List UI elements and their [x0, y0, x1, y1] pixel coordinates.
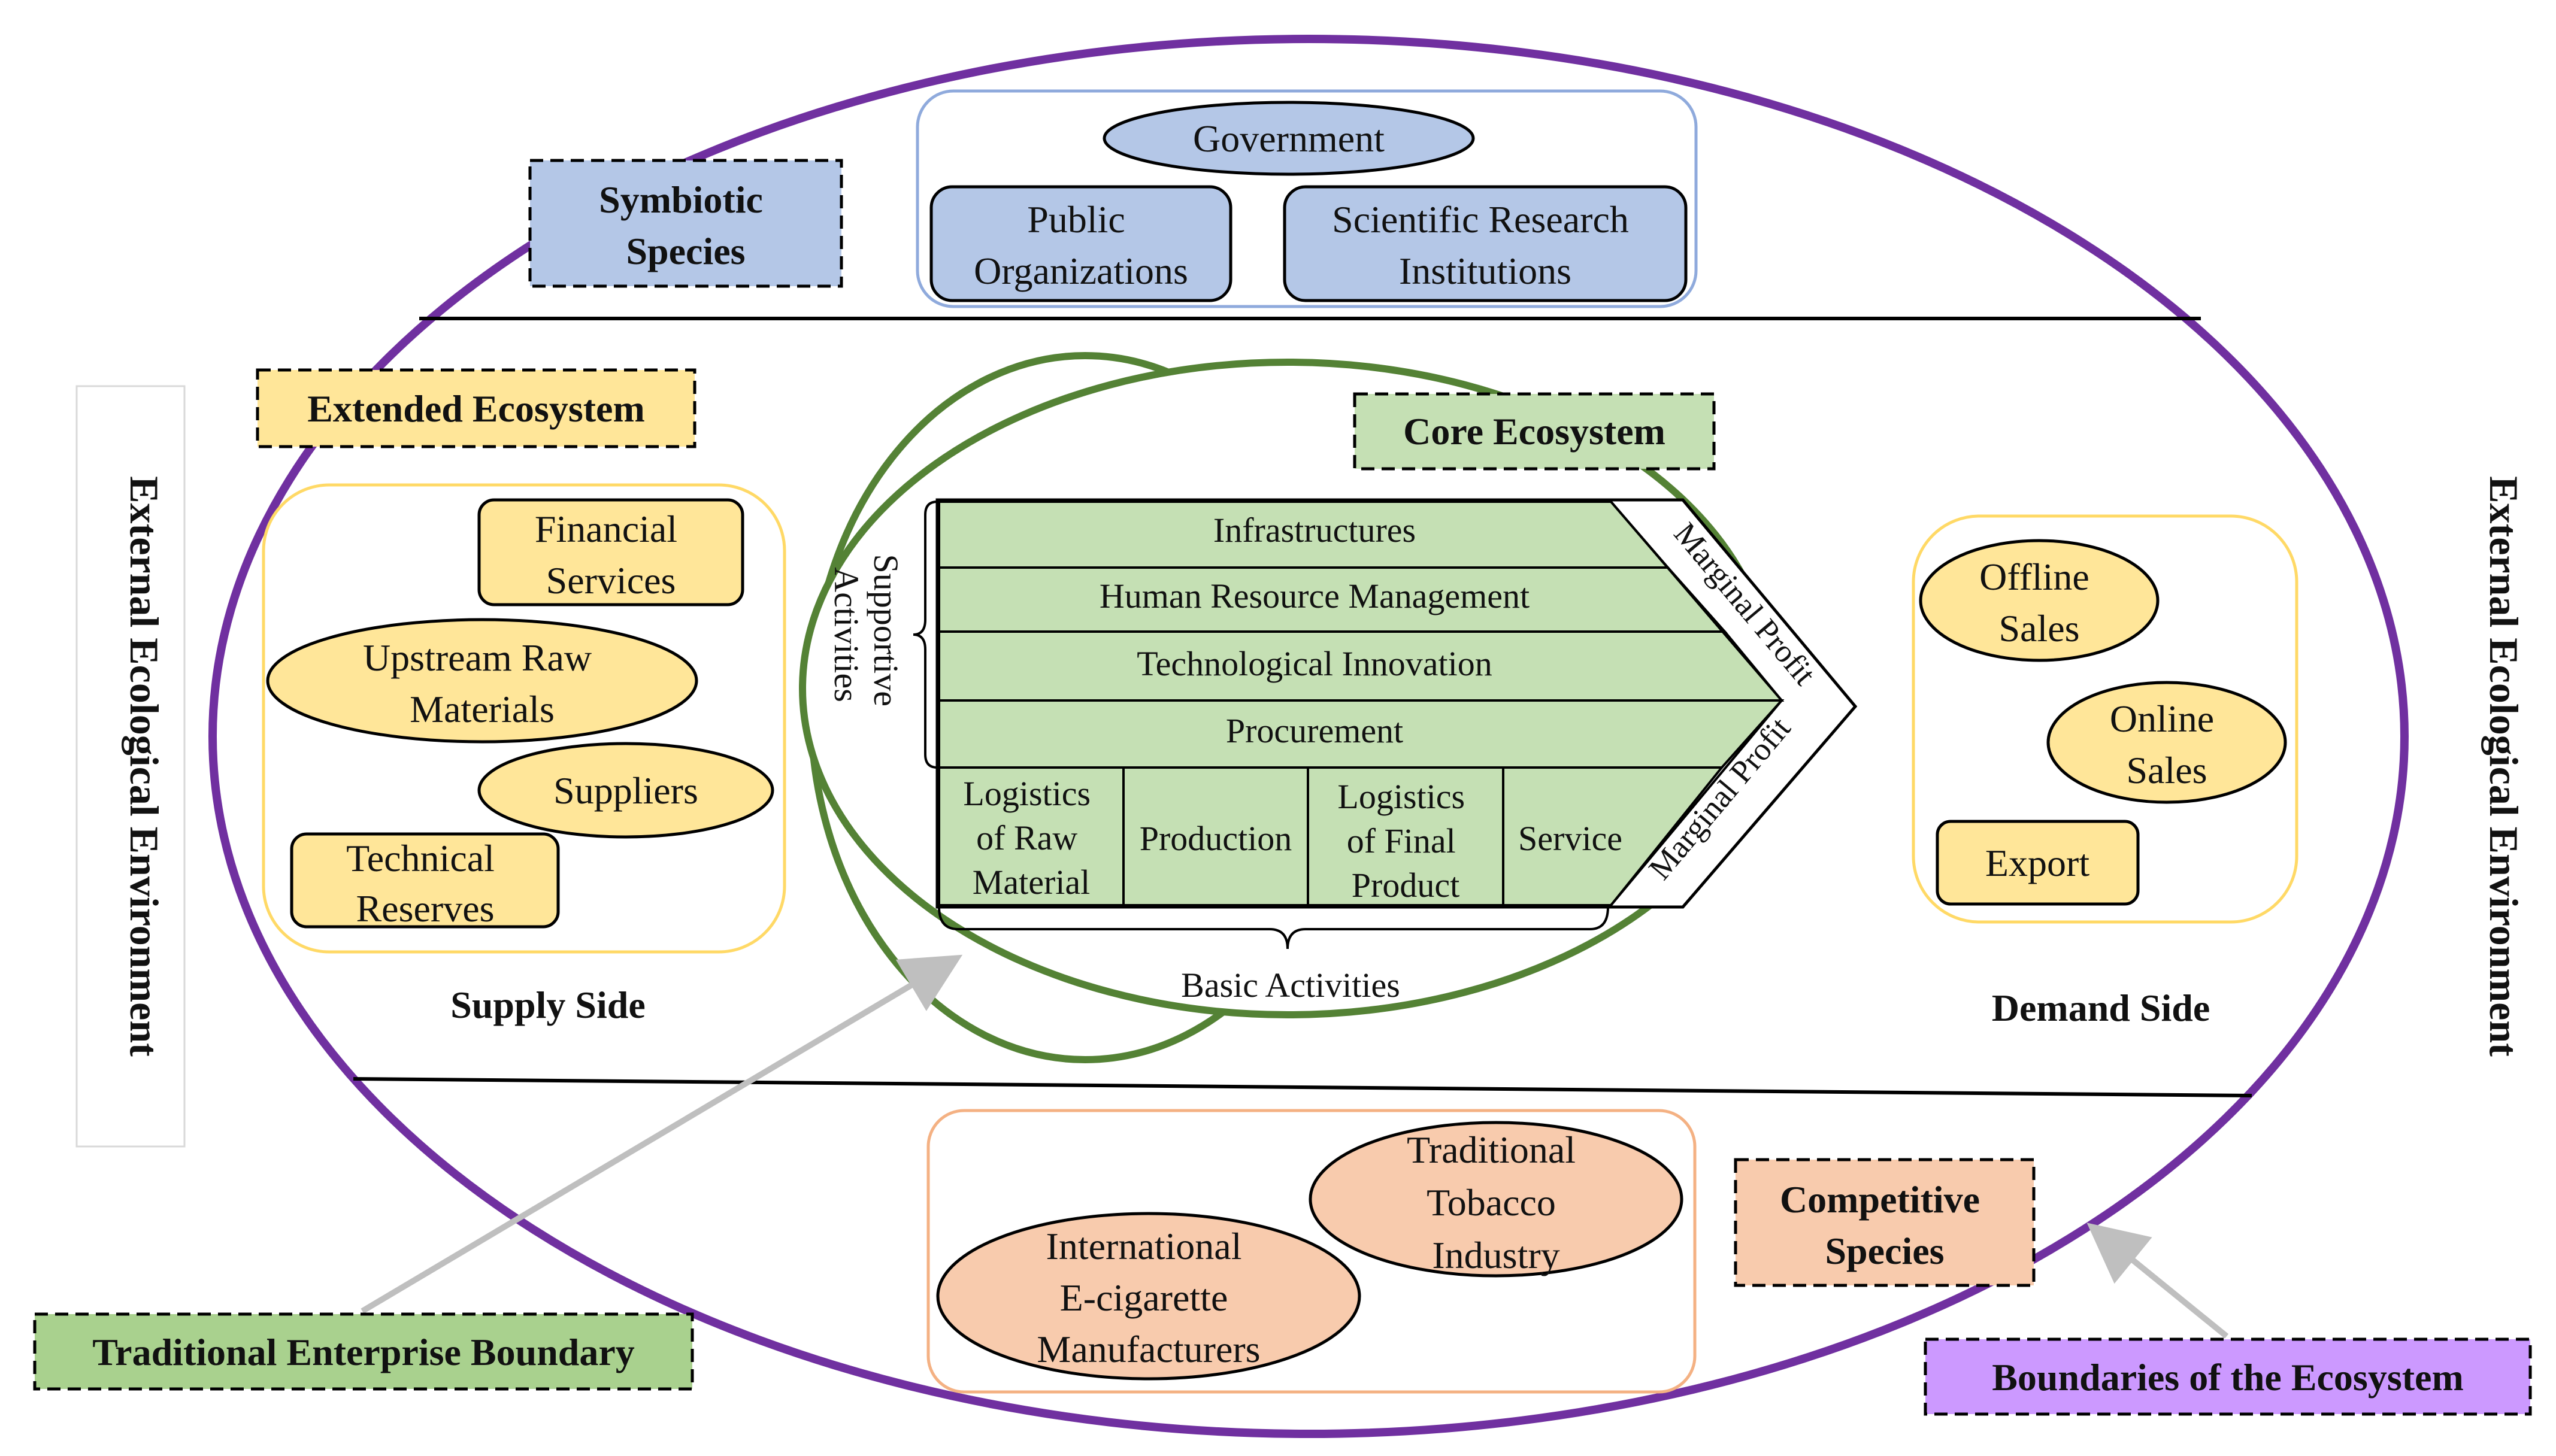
- offline-sales-line: Offline: [1979, 556, 2089, 598]
- enterprise-boundary-arrow: [361, 954, 963, 1314]
- symbiotic-species-line: Species: [626, 230, 745, 272]
- basic-label-line: Logistics: [1337, 777, 1465, 816]
- competitive-species-label: Competitive Species: [1780, 1178, 1989, 1272]
- supportive-activities-label: Supportive Activities: [827, 554, 905, 715]
- traditional-tobacco-line: Tobacco: [1427, 1181, 1556, 1224]
- supportive-activities-line: Activities: [827, 567, 866, 702]
- basic-cell-logistics-final: [1307, 766, 1504, 906]
- government-node: [1103, 101, 1475, 176]
- basic-activities-brace: [938, 906, 1609, 950]
- core-ecosystem-tag: [1353, 392, 1716, 471]
- core-ecosystem-label: Core Ecosystem: [1403, 410, 1665, 453]
- margin-divider-lower: [1610, 699, 1783, 906]
- traditional-tobacco-line: Industry: [1432, 1234, 1559, 1276]
- upstream-raw-materials-node: [266, 618, 698, 744]
- basic-label-production: Production: [1140, 819, 1292, 858]
- supportive-activities-line: Supportive: [867, 554, 905, 706]
- public-organizations-node: [929, 185, 1232, 302]
- basic-label-logistics-final: Logistics of Final Product: [1337, 777, 1473, 905]
- export-label: Export: [1985, 842, 2089, 884]
- support-label-tech: Technological Innovation: [1137, 644, 1492, 683]
- research-institutions-label: Scientific Research Institutions: [1332, 198, 1639, 292]
- competitive-species-tag: [1734, 1158, 2036, 1287]
- financial-services-line: Services: [546, 559, 676, 602]
- competitive-group-box: [926, 1109, 1697, 1394]
- financial-services-node: [477, 498, 744, 606]
- lower-divider-line: [353, 1077, 2252, 1097]
- basic-activities-label: Basic Activities: [1181, 966, 1400, 1005]
- technical-reserves-label: Technical Reserves: [346, 837, 504, 930]
- symbiotic-species-label: Symbiotic Species: [599, 178, 773, 272]
- basic-label-logistics-raw: Logistics of Raw Material: [963, 774, 1099, 902]
- basic-label-line: Logistics: [963, 774, 1091, 813]
- suppliers-label: Suppliers: [553, 769, 698, 812]
- international-ecig-label: International E-cigarette Manufacturers: [1037, 1225, 1260, 1370]
- upstream-raw-materials-label: Upstream Raw Materials: [363, 636, 601, 730]
- extended-ecosystem-tag: [256, 368, 696, 448]
- technical-reserves-node: [290, 832, 560, 929]
- boundaries-of-ecosystem-label: Boundaries of the Ecosystem: [1992, 1356, 2464, 1399]
- boundaries-of-ecosystem-tag: [1924, 1337, 2532, 1416]
- technical-reserves-line: Reserves: [356, 887, 494, 930]
- support-label-infrastructures: Infrastructures: [1213, 511, 1416, 550]
- international-ecig-line: International: [1046, 1225, 1242, 1267]
- traditional-tobacco-node: [1309, 1121, 1683, 1278]
- technical-reserves-line: Technical: [346, 837, 495, 879]
- extended-ecosystem-label: Extended Ecosystem: [307, 387, 645, 430]
- traditional-enterprise-boundary-tag: [33, 1312, 694, 1391]
- competitive-species-line: Competitive: [1780, 1178, 1980, 1221]
- traditional-enterprise-boundary-label: Traditional Enterprise Boundary: [92, 1331, 635, 1373]
- public-organizations-line: Organizations: [974, 250, 1188, 292]
- external-left-box: [75, 385, 186, 1148]
- traditional-tobacco-line: Traditional: [1407, 1129, 1576, 1171]
- international-ecig-line: E-cigarette: [1060, 1276, 1228, 1319]
- external-environment-left-label: External Ecological Environment: [122, 476, 167, 1057]
- public-organizations-line: Public: [1027, 198, 1125, 241]
- suppliers-node: [477, 742, 774, 839]
- external-environment-right-label: External Ecological Environment: [2481, 476, 2527, 1057]
- online-sales-label: Online Sales: [2110, 697, 2224, 791]
- support-label-procurement: Procurement: [1226, 711, 1403, 750]
- international-ecig-node: [936, 1212, 1361, 1381]
- research-institutions-line: Institutions: [1399, 250, 1571, 292]
- basic-label-service: Service: [1518, 819, 1622, 858]
- online-sales-node: [2046, 681, 2287, 804]
- basic-label-line: Material: [973, 863, 1090, 902]
- support-label-hrm: Human Resource Management: [1100, 577, 1530, 615]
- offline-sales-line: Sales: [1998, 607, 2079, 650]
- basic-label-line: Product: [1352, 866, 1459, 905]
- government-label: Government: [1193, 117, 1385, 160]
- public-organizations-label: Public Organizations: [974, 198, 1188, 292]
- symbiotic-species-tag: [528, 159, 843, 288]
- offline-sales-label: Offline Sales: [1979, 556, 2099, 650]
- traditional-tobacco-label: Traditional Tobacco Industry: [1407, 1129, 1585, 1276]
- research-institutions-line: Scientific Research: [1332, 198, 1629, 241]
- upstream-raw-materials-line: Materials: [410, 688, 555, 730]
- demand-group-box: [1912, 514, 2298, 924]
- basic-label-line: of Final: [1347, 821, 1456, 860]
- ecosystem-boundary-arrow: [2086, 1223, 2229, 1339]
- demand-side-label: Demand Side: [1992, 987, 2210, 1029]
- supportive-activities-brace: [913, 500, 938, 769]
- financial-services-label: Financial Services: [535, 508, 687, 602]
- offline-sales-node: [1919, 539, 2160, 662]
- upstream-raw-materials-line: Upstream Raw: [363, 636, 592, 679]
- basic-cell-logistics-raw: [938, 766, 1125, 906]
- ecosystem-boundary-ellipse: [208, 35, 2409, 1438]
- supply-side-label: Supply Side: [450, 984, 646, 1026]
- margin-divider-upper: [1610, 500, 1783, 702]
- competitive-species-line: Species: [1825, 1230, 1944, 1272]
- basic-label-line: of Raw: [976, 818, 1077, 857]
- research-institutions-node: [1283, 185, 1688, 302]
- symbiotic-group-box: [916, 89, 1698, 308]
- international-ecig-line: Manufacturers: [1037, 1328, 1260, 1370]
- financial-services-line: Financial: [535, 508, 677, 550]
- supply-group-box: [262, 483, 786, 954]
- symbiotic-species-line: Symbiotic: [599, 178, 763, 221]
- online-sales-line: Sales: [2126, 749, 2207, 791]
- online-sales-line: Online: [2110, 697, 2214, 740]
- export-node: [1936, 820, 2140, 906]
